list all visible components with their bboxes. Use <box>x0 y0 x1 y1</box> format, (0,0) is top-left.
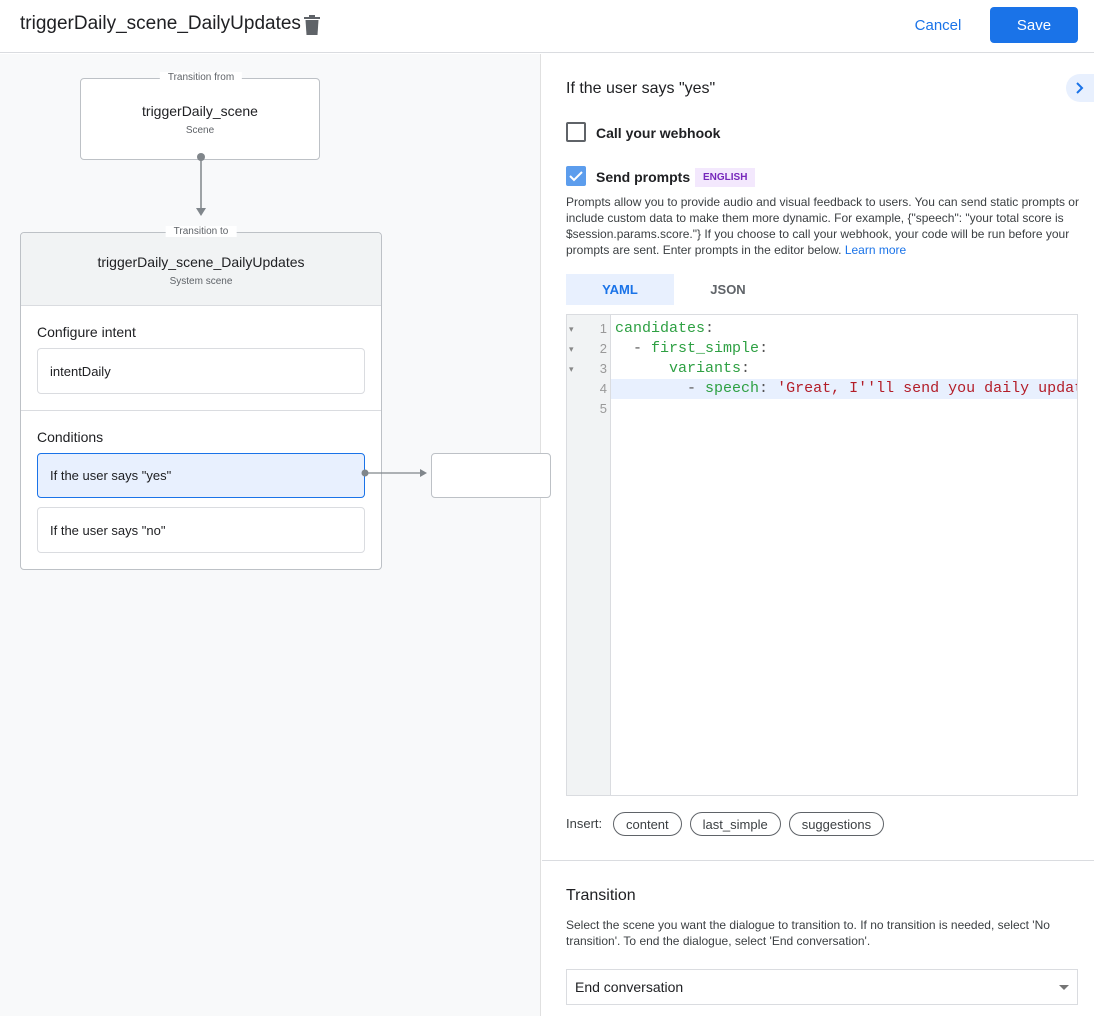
cancel-button[interactable]: Cancel <box>914 16 962 34</box>
learn-more-link[interactable]: Learn more <box>844 243 907 257</box>
chevron-right-icon <box>1076 82 1084 94</box>
to-scene-type: System scene <box>169 276 233 287</box>
dropdown-arrow-icon <box>1059 985 1069 990</box>
insert-label: Insert: <box>566 816 603 831</box>
header: triggerDaily_scene_DailyUpdates Cancel S… <box>0 0 1094 53</box>
code-line: variants: <box>615 359 1077 379</box>
target-node[interactable] <box>431 453 551 498</box>
code-key: candidates <box>615 320 706 337</box>
webhook-checkbox[interactable] <box>566 122 586 142</box>
condition-yes[interactable]: If the user says "yes" <box>37 453 365 498</box>
code-indent <box>615 360 669 377</box>
fold-arrow-icon[interactable]: ▾ <box>569 344 574 354</box>
editor-gutter <box>567 315 611 795</box>
code-line <box>615 399 1077 419</box>
code-value: 'Great, I''ll send you daily updates. <box>777 380 1078 397</box>
transition-from-legend: Transition from <box>159 72 243 83</box>
transition-select-value: End conversation <box>575 979 684 995</box>
line-number-text: 4 <box>599 381 607 396</box>
line-number: 2▾ <box>567 339 611 359</box>
line-number: 4 <box>567 379 611 399</box>
scene-canvas: Transition from triggerDaily_scene Scene… <box>0 54 551 1016</box>
save-button[interactable]: Save <box>990 7 1078 43</box>
connector-arrow <box>196 153 206 216</box>
transition-to-node: Transition to triggerDaily_scene_DailyUp… <box>20 226 382 570</box>
code-line: candidates: <box>615 319 1077 339</box>
insert-chips: content last_simple suggestions <box>613 812 885 836</box>
from-scene-name: triggerDaily_scene <box>142 103 258 119</box>
transition-from-node[interactable]: Transition from triggerDaily_scene Scene <box>80 72 320 160</box>
transition-to-legend: Transition to <box>165 226 237 237</box>
code-colon: : <box>705 320 715 337</box>
code-colon: : <box>759 380 778 397</box>
send-prompts-checkbox[interactable] <box>566 166 586 186</box>
code-colon: : <box>759 340 769 357</box>
line-number-text: 2 <box>599 341 607 356</box>
line-number-text: 5 <box>599 401 607 416</box>
code-dash: - <box>633 340 652 357</box>
prompts-description: Prompts allow you to provide audio and v… <box>566 194 1080 258</box>
condition-connector <box>361 469 427 477</box>
conditions-label: Conditions <box>37 429 104 445</box>
prompts-description-text: Prompts allow you to provide audio and v… <box>566 195 1079 257</box>
webhook-label: Call your webhook <box>596 125 721 141</box>
collapse-panel-button[interactable] <box>1066 74 1094 102</box>
tab-yaml[interactable]: YAML <box>566 274 674 305</box>
code-line: - speech: 'Great, I''ll send you daily u… <box>615 379 1078 399</box>
to-scene-name: triggerDaily_scene_DailyUpdates <box>97 254 305 270</box>
code-key: variants <box>669 360 742 377</box>
line-number-text: 3 <box>599 361 607 376</box>
language-badge: ENGLISH <box>695 168 756 187</box>
active-line-highlight <box>611 379 1077 399</box>
from-scene-type: Scene <box>185 125 215 136</box>
fold-arrow-icon[interactable]: ▾ <box>569 364 574 374</box>
insert-chip-content[interactable]: content <box>613 812 682 836</box>
send-prompts-label: Send prompts <box>596 169 691 185</box>
trash-icon[interactable] <box>304 15 320 35</box>
code-indent <box>615 340 633 357</box>
insert-chip-suggestions[interactable]: suggestions <box>788 812 885 836</box>
tab-json[interactable]: JSON <box>710 282 746 297</box>
code-indent <box>615 380 687 397</box>
line-number: 5 <box>567 399 611 419</box>
code-line: - first_simple: <box>615 339 1077 359</box>
code-key: speech <box>705 380 760 397</box>
transition-select[interactable]: End conversation <box>566 969 1078 1005</box>
line-number: 3▾ <box>567 359 611 379</box>
page-title: triggerDaily_scene_DailyUpdates <box>20 13 301 34</box>
insert-chip-last-simple[interactable]: last_simple <box>689 812 781 836</box>
panel-title: If the user says "yes" <box>566 80 716 97</box>
detail-panel: If the user says "yes" Call your webhook… <box>542 54 1094 1016</box>
configure-intent-label: Configure intent <box>37 324 136 340</box>
fold-arrow-icon[interactable]: ▾ <box>569 324 574 334</box>
condition-no[interactable]: If the user says "no" <box>37 507 365 553</box>
divider <box>542 860 1094 861</box>
intent-item[interactable]: intentDaily <box>37 348 365 394</box>
code-colon: : <box>741 360 751 377</box>
code-dash: - <box>687 380 706 397</box>
transition-title: Transition <box>566 887 636 904</box>
line-number-text: 1 <box>599 321 607 336</box>
line-number: 1▾ <box>567 319 611 339</box>
transition-description: Select the scene you want the dialogue t… <box>566 918 1050 948</box>
code-key: first_simple <box>651 340 760 357</box>
check-icon <box>569 171 583 182</box>
